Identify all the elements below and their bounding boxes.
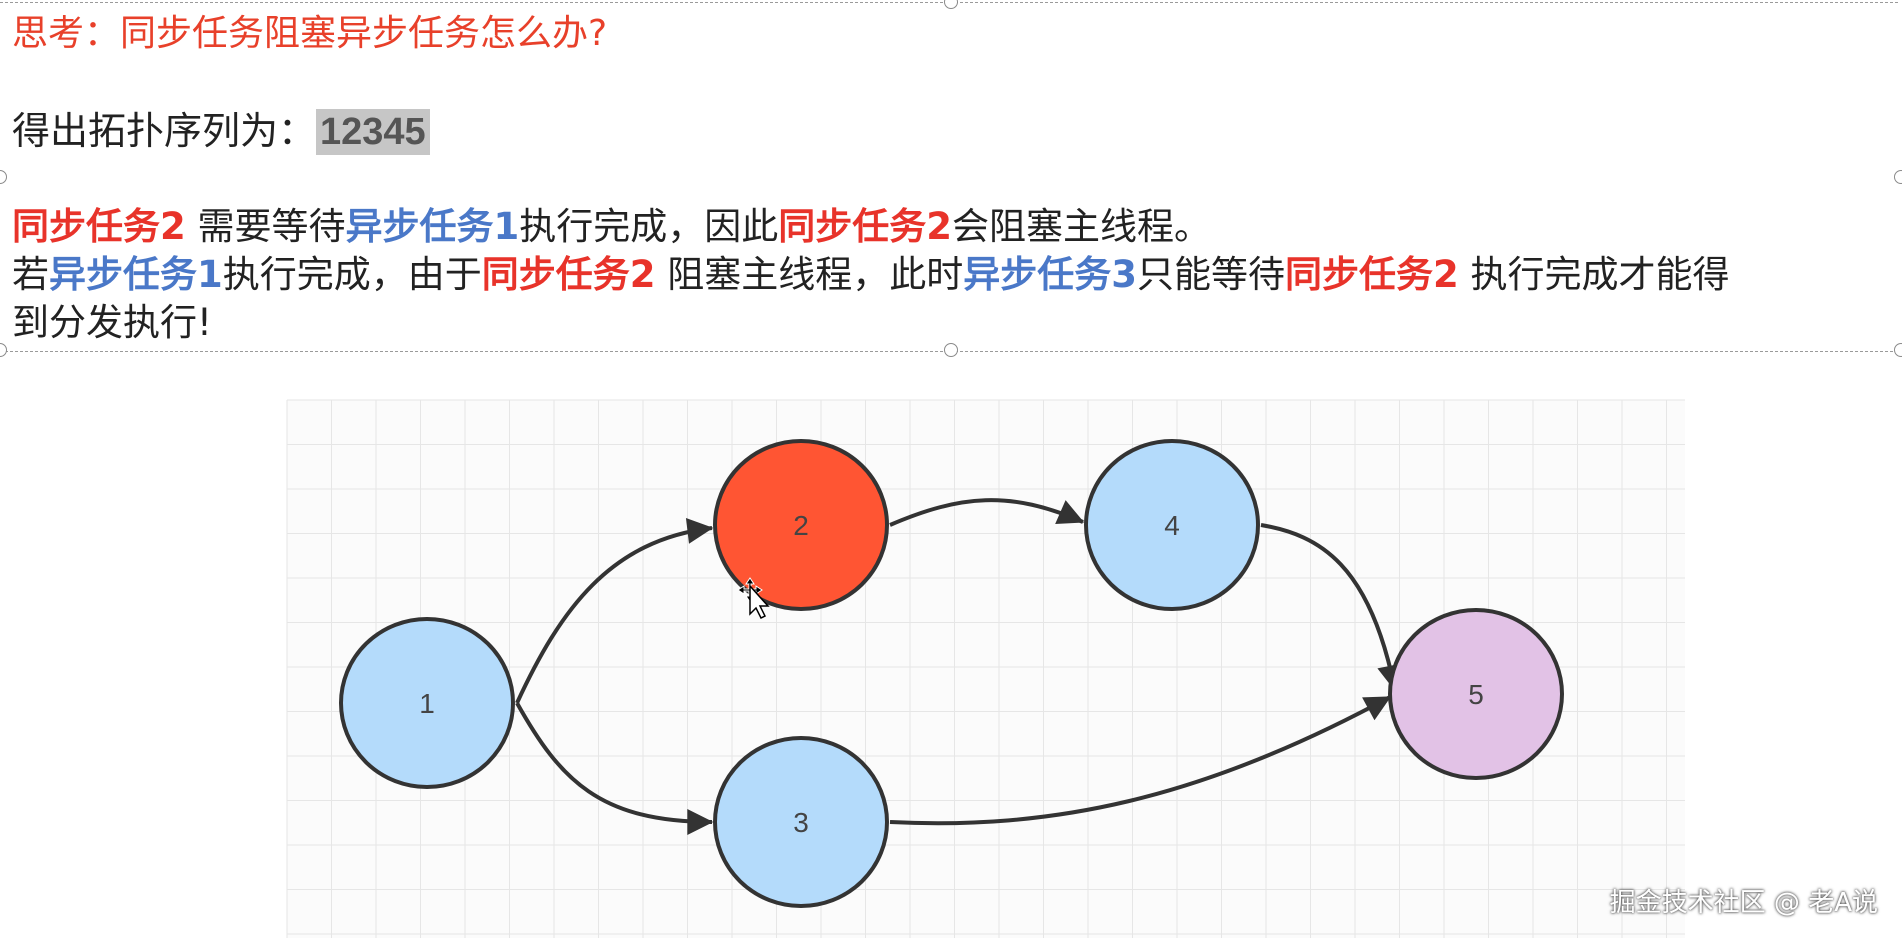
node-4[interactable]: 4 xyxy=(1084,439,1260,611)
node-3[interactable]: 3 xyxy=(713,736,889,908)
edge-2-to-4[interactable] xyxy=(889,498,1085,527)
resize-handle-right-middle[interactable] xyxy=(1894,170,1902,184)
node-2[interactable]: 2 xyxy=(713,439,889,611)
sync-task-highlight: 同步任务2 xyxy=(778,205,953,248)
node-label: 4 xyxy=(1164,510,1180,541)
async-task-highlight: 异步任务1 xyxy=(345,205,520,248)
node-5[interactable]: 5 xyxy=(1388,608,1564,780)
topological-order-value: 12345 xyxy=(316,109,430,155)
text-segment: 执行完成，由于 xyxy=(222,253,482,296)
text-segment: 执行完成，因此 xyxy=(519,205,779,248)
sync-task-highlight: 同步任务2 xyxy=(12,205,186,248)
topological-order-line: 得出拓扑序列为：12345 xyxy=(12,100,430,155)
text-segment: 若 xyxy=(12,253,49,296)
node-circle[interactable] xyxy=(339,617,515,789)
edge-3-to-5[interactable] xyxy=(889,695,1392,826)
node-label: 5 xyxy=(1468,679,1484,710)
node-label: 2 xyxy=(793,510,809,541)
watermark: 掘金技术社区 @ 老A说 xyxy=(1609,888,1878,918)
move-cursor-icon xyxy=(737,577,770,620)
text-segment: 执行完成才能得 xyxy=(1458,253,1730,296)
text-segment: 会阻塞主线程。 xyxy=(952,205,1212,248)
resize-handle-bottom-middle[interactable] xyxy=(944,343,958,357)
node-label: 3 xyxy=(793,807,809,838)
topological-order-label: 得出拓扑序列为： xyxy=(12,109,317,153)
sync-task-highlight: 同步任务2 xyxy=(1285,253,1459,296)
question-heading: 思考：同步任务阻塞异步任务怎么办? xyxy=(12,13,608,54)
explanation-line-2: 若异步任务1执行完成，由于同步任务2 阻塞主线程，此时异步任务3只能等待同步任务… xyxy=(12,244,1730,298)
text-segment: 到分发执行! xyxy=(12,301,212,344)
resize-handle-top-middle[interactable] xyxy=(944,0,958,9)
explanation-line-3: 到分发执行! xyxy=(12,292,212,346)
text-segment: 只能等待 xyxy=(1137,253,1286,296)
node-1[interactable]: 1 xyxy=(339,617,515,789)
async-task-highlight: 异步任务1 xyxy=(49,253,223,296)
explanation-line-1: 同步任务2 需要等待异步任务1执行完成，因此同步任务2会阻塞主线程。 xyxy=(12,196,1211,250)
text-segment: 阻塞主线程，此时 xyxy=(655,253,964,296)
resize-handle-bottom-right[interactable] xyxy=(1894,343,1902,357)
text-segment: 需要等待 xyxy=(185,205,346,248)
async-task-highlight: 异步任务3 xyxy=(963,253,1138,296)
edge-1-to-2[interactable] xyxy=(515,517,714,704)
node-label: 1 xyxy=(419,688,435,719)
sync-task-highlight: 同步任务2 xyxy=(481,253,656,296)
node-circle[interactable] xyxy=(1388,608,1564,780)
edge-4-to-5[interactable] xyxy=(1260,523,1403,692)
node-circle[interactable] xyxy=(1084,439,1260,611)
node-circle[interactable] xyxy=(713,439,889,611)
edge-1-to-3[interactable] xyxy=(515,702,714,835)
node-circle[interactable] xyxy=(713,736,889,908)
